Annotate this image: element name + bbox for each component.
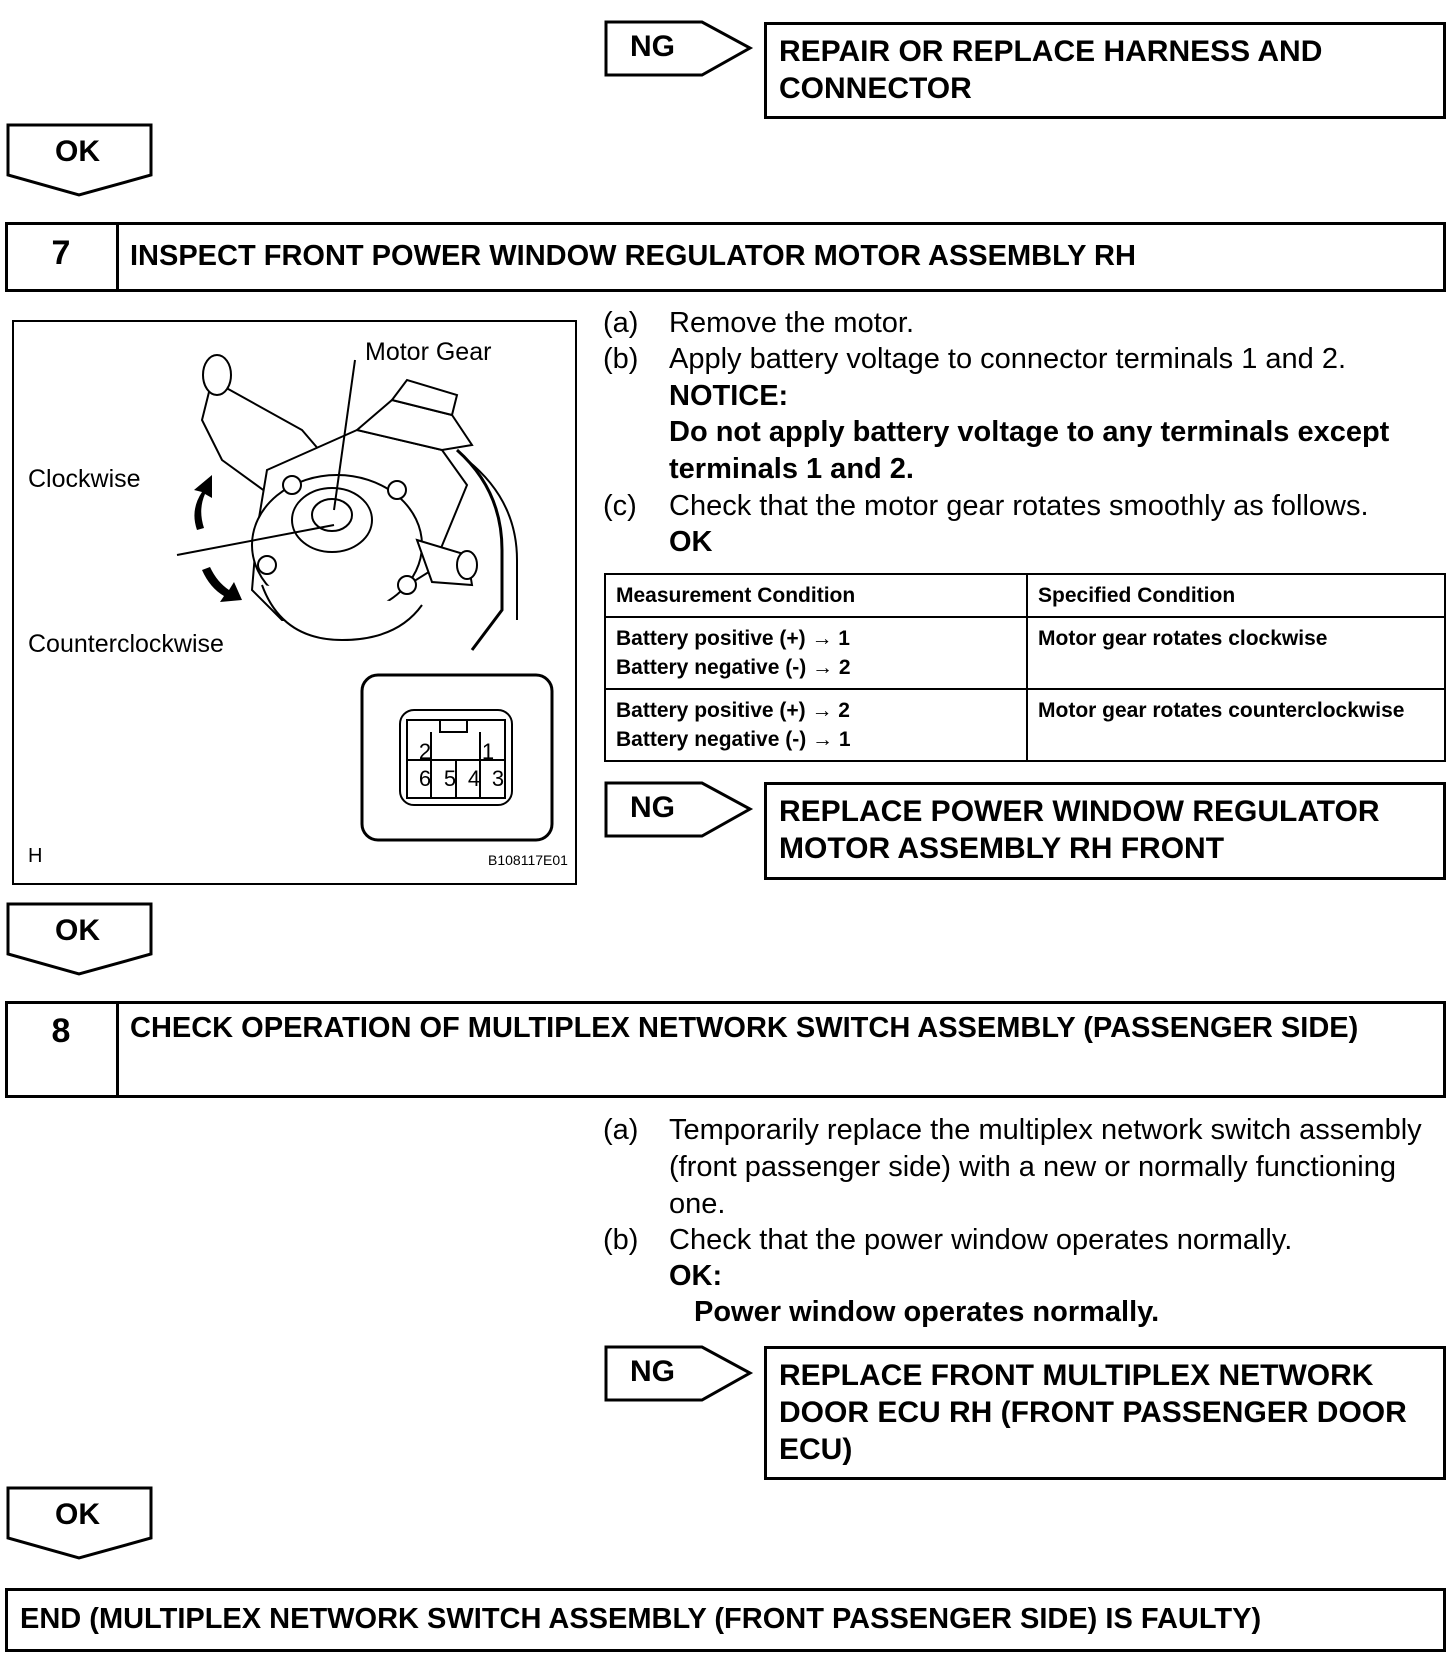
- ng-label: NG: [630, 30, 675, 63]
- step-8b: (b) Check that the power window operates…: [603, 1222, 1446, 1259]
- step-7c: (c) Check that the motor gear rotates sm…: [603, 488, 1446, 525]
- pin-4: 4: [467, 766, 481, 791]
- ng-arrow-shape: [604, 20, 754, 77]
- figure-id: B108117E01: [488, 852, 568, 868]
- ok-label: OK: [55, 914, 100, 947]
- ok-heading: OK:: [669, 1260, 723, 1292]
- step-number: 7: [51, 234, 71, 272]
- ng-label: NG: [630, 1355, 675, 1388]
- ok-text: Power window operates normally.: [694, 1296, 1160, 1328]
- figure-corner-letter: H: [28, 845, 43, 867]
- motor-illustration: [176, 354, 554, 842]
- item-text: Apply battery voltage to connector termi…: [669, 343, 1347, 375]
- table-header: Specified Condition: [1026, 573, 1446, 618]
- step-7a: (a) Remove the motor.: [603, 305, 1446, 342]
- item-label: (a): [603, 307, 639, 339]
- pin-3: 3: [491, 766, 505, 791]
- condition-line: Battery positive (+) → 1: [616, 627, 850, 650]
- ng-label: NG: [630, 791, 675, 824]
- step-7b: (b) Apply battery voltage to connector t…: [603, 341, 1446, 378]
- ok-label: OK: [55, 135, 100, 168]
- table-cell: Battery positive (+) → 2 Battery negative…: [604, 688, 1028, 762]
- notice-heading: NOTICE:: [669, 380, 789, 412]
- condition-line: Battery negative (-) → 1: [616, 728, 851, 751]
- step-7-header: [5, 222, 1446, 292]
- ng-arrow-shape: [604, 1345, 754, 1402]
- ng-result-box: REPLACE FRONT MULTIPLEX NETWORK DOOR ECU…: [764, 1346, 1446, 1480]
- item-label: (c): [603, 490, 637, 522]
- table-row: Battery positive (+) → 2 Battery negative…: [604, 688, 1446, 762]
- item-text: Check that the power window operates nor…: [669, 1224, 1293, 1256]
- spec-table: Measurement Condition Specified Conditio…: [604, 573, 1446, 762]
- step-8-header: [5, 1001, 1446, 1098]
- ok-arrow-shape: [6, 1486, 153, 1560]
- table-cell: Motor gear rotates clockwise: [1026, 616, 1446, 690]
- step-8a: (a) Temporarily replace the multiplex ne…: [603, 1112, 1446, 1223]
- table-cell: Battery positive (+) → 1 Battery negative…: [604, 616, 1028, 690]
- table-row: Battery positive (+) → 1 Battery negative…: [604, 616, 1446, 690]
- item-text: Temporarily replace the multiplex networ…: [669, 1114, 1422, 1220]
- item-text: Remove the motor.: [669, 307, 914, 339]
- table-cell: Motor gear rotates counterclockwise: [1026, 688, 1446, 762]
- ok-label: OK: [55, 1498, 100, 1531]
- end-box: [5, 1588, 1446, 1652]
- table-header-row: Measurement Condition Specified Conditio…: [604, 573, 1446, 618]
- pin-2: 2: [418, 739, 432, 764]
- step-title: CHECK OPERATION OF MULTIPLEX NETWORK SWI…: [130, 1012, 1359, 1044]
- item-label: (b): [603, 343, 639, 375]
- ok-arrow-shape: [6, 902, 153, 976]
- ng-result-box: REPAIR OR REPLACE HARNESS AND CONNECTOR: [764, 22, 1446, 119]
- pin-5: 5: [443, 766, 457, 791]
- item-text: Check that the motor gear rotates smooth…: [669, 490, 1369, 522]
- end-text: END (MULTIPLEX NETWORK SWITCH ASSEMBLY (…: [20, 1603, 1262, 1635]
- item-label: (b): [603, 1224, 639, 1256]
- pin-6: 6: [418, 766, 432, 791]
- step-number: 8: [51, 1012, 71, 1050]
- ng-result-box: REPLACE POWER WINDOW REGULATOR MOTOR ASS…: [764, 782, 1446, 880]
- ng-arrow-shape: [604, 781, 754, 838]
- notice-text: Do not apply battery voltage to any term…: [669, 416, 1390, 485]
- pin-1: 1: [481, 739, 495, 764]
- ok-arrow-shape: [6, 123, 153, 197]
- condition-line: Battery positive (+) → 2: [616, 699, 850, 722]
- table-header: Measurement Condition: [604, 573, 1028, 618]
- ok-heading: OK: [669, 526, 713, 558]
- condition-line: Battery negative (-) → 2: [616, 656, 851, 679]
- counterclockwise-label: Counterclockwise: [28, 630, 224, 658]
- motor-gear-label: Motor Gear: [365, 338, 492, 366]
- step-header-divider: [116, 222, 119, 292]
- item-label: (a): [603, 1114, 639, 1146]
- step-title: INSPECT FRONT POWER WINDOW REGULATOR MOT…: [130, 240, 1136, 272]
- clockwise-label: Clockwise: [28, 465, 141, 493]
- step-header-divider: [116, 1001, 119, 1098]
